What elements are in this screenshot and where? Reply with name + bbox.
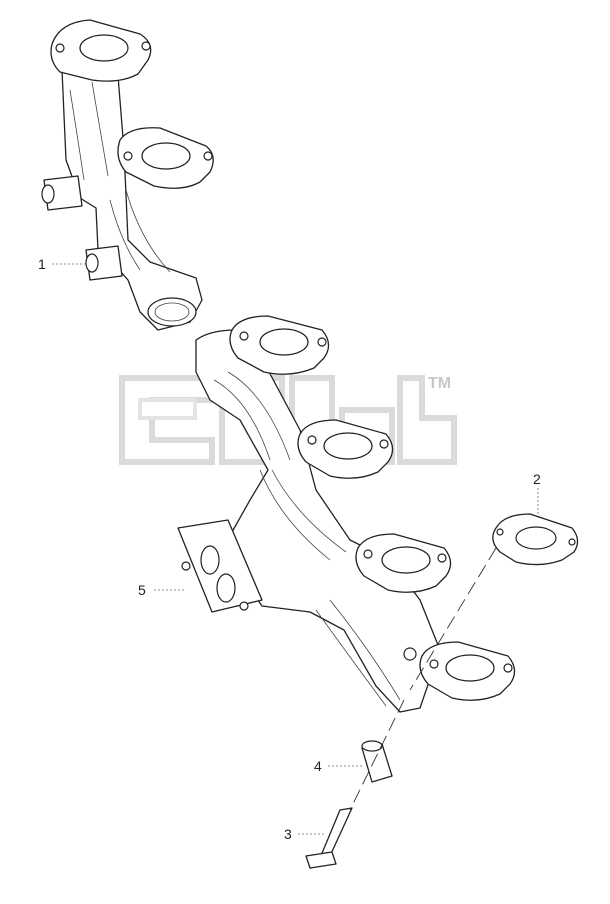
flange-gasket (492, 513, 579, 566)
callout-3: 3 (284, 826, 292, 842)
callout-2: 2 (533, 471, 541, 487)
callout-4: 4 (314, 758, 322, 774)
callout-1: 1 (38, 256, 46, 272)
upper-exhaust-manifold (41, 19, 214, 331)
assembly-guide-line (409, 547, 497, 691)
hex-bolt (305, 807, 353, 869)
lower-exhaust-manifold (177, 315, 516, 713)
trademark-mark: TM (428, 375, 451, 392)
spacer-sleeve (361, 740, 393, 783)
callout-5: 5 (138, 582, 146, 598)
assembly-guide-line-lower (349, 699, 405, 811)
